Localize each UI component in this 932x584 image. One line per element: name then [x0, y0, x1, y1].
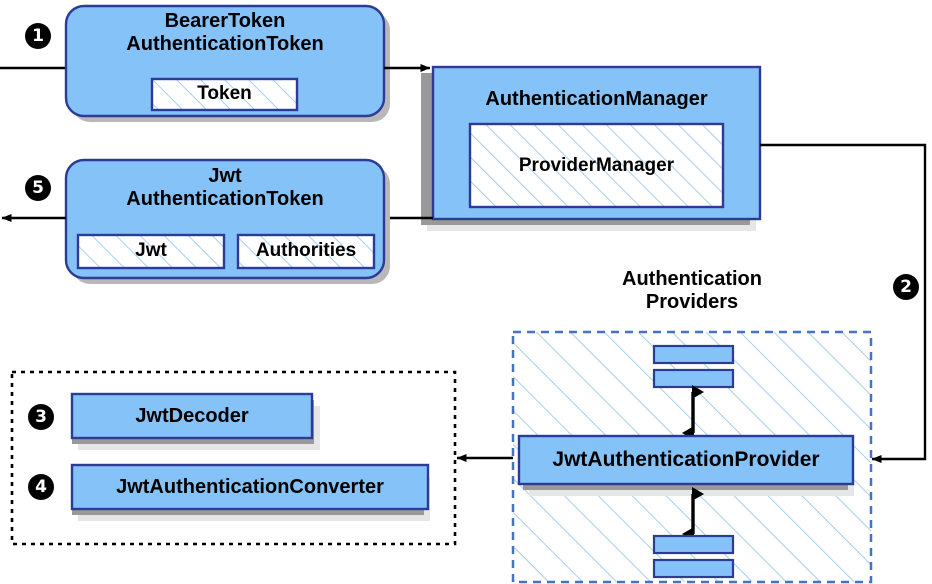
provider-stub-top: [652, 344, 735, 389]
step-marker-4: 4: [28, 474, 54, 500]
jwt-token-inner-jwt-field: [76, 233, 226, 270]
jwt-authentication-token-box: [64, 158, 390, 284]
jwt-authentication-provider-box: [517, 434, 855, 496]
authentication-manager-box: [421, 65, 762, 231]
jwt-decoder-box: [70, 392, 320, 450]
jwt-token-inner-authorities-field: [236, 233, 376, 270]
jwt-authentication-converter-box: [70, 463, 430, 521]
bearer-token-inner-token-field: [150, 77, 299, 112]
step-marker-3: 3: [28, 404, 54, 430]
connector-manager-to-provider: [760, 143, 927, 463]
step-marker-2: 2: [893, 274, 919, 300]
bearer-token-authentication-token-box: [64, 4, 390, 122]
step-marker-1: 1: [25, 23, 51, 49]
jwt-support-group: [10, 370, 457, 546]
step-marker-5: 5: [25, 175, 51, 201]
authentication-manager-inner-provider-manager: [468, 122, 725, 209]
provider-stub-bottom: [652, 534, 735, 579]
